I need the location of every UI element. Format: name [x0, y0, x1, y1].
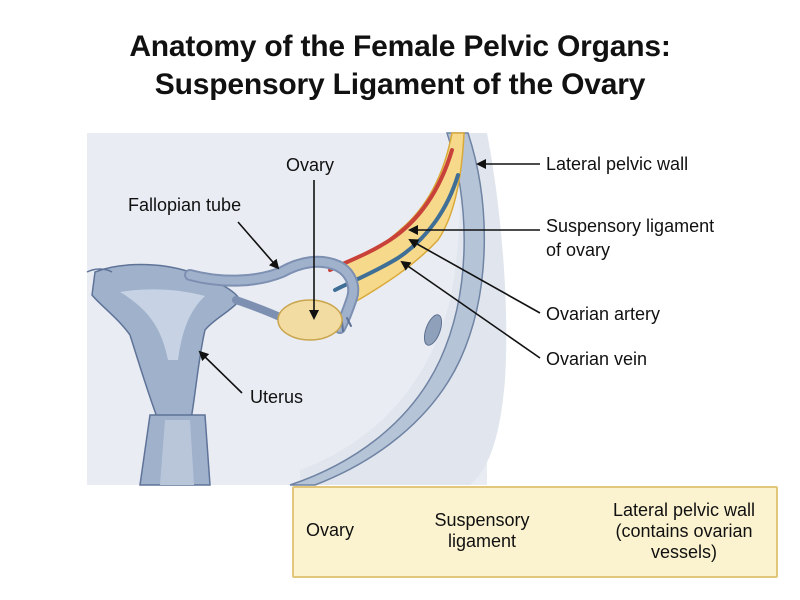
title-line-1: Anatomy of the Female Pelvic Organs: [129, 30, 671, 63]
vaginal-canal [160, 420, 194, 485]
title-line-2: Suspensory Ligament of the Ovary [154, 68, 646, 101]
lateral-pelvic-wall-label: Lateral pelvic wall [546, 154, 689, 174]
ovary-label: Ovary [286, 155, 335, 175]
summary-box [292, 486, 778, 578]
ovarian-vein-pointer [400, 260, 541, 359]
fallopian-tube-label: Fallopian tube [128, 195, 242, 215]
summary-step-ligament-line-2: ligament [447, 531, 517, 551]
summary-step-pelvic-wall-line-1: Lateral pelvic wall [612, 500, 756, 520]
fallopian-tube-pointer [237, 221, 280, 270]
ovarian-artery-pointer [408, 239, 541, 314]
uterus-pointer [198, 350, 243, 394]
lateral-pelvic-wall [289, 132, 485, 486]
summary-step-ovary: Ovary [306, 520, 355, 540]
body-region [300, 133, 507, 485]
suspensory-ligament-label-line-1: Suspensory ligament [546, 216, 715, 236]
summary-step-pelvic-wall-line-3: vessels) [650, 542, 717, 562]
suspensory-ligament-label-line-2: of ovary [546, 240, 611, 260]
ovarian-artery-vessel [328, 148, 454, 272]
uterus-label: Uterus [250, 387, 304, 407]
uterine-cavity [120, 289, 205, 360]
diagram-title: Anatomy of the Female Pelvic Organs: Sus… [0, 28, 800, 104]
ovary-shape [277, 299, 343, 341]
summary-step-pelvic-wall-line-2: (contains ovarian [615, 521, 753, 541]
wall-foramen [423, 314, 443, 346]
summary-step-ligament: Suspensory ligament [418, 510, 546, 552]
summary-step-pelvic-wall: Lateral pelvic wall (contains ovarian ve… [594, 500, 774, 563]
ovarian-vein-label: Ovarian vein [546, 349, 648, 369]
fallopian-tube-right-outline [186, 257, 358, 332]
summary-step-ligament-line-1: Suspensory [434, 510, 530, 530]
fallopian-tube-left [86, 268, 113, 273]
ovarian-artery-label: Ovarian artery [546, 304, 661, 324]
